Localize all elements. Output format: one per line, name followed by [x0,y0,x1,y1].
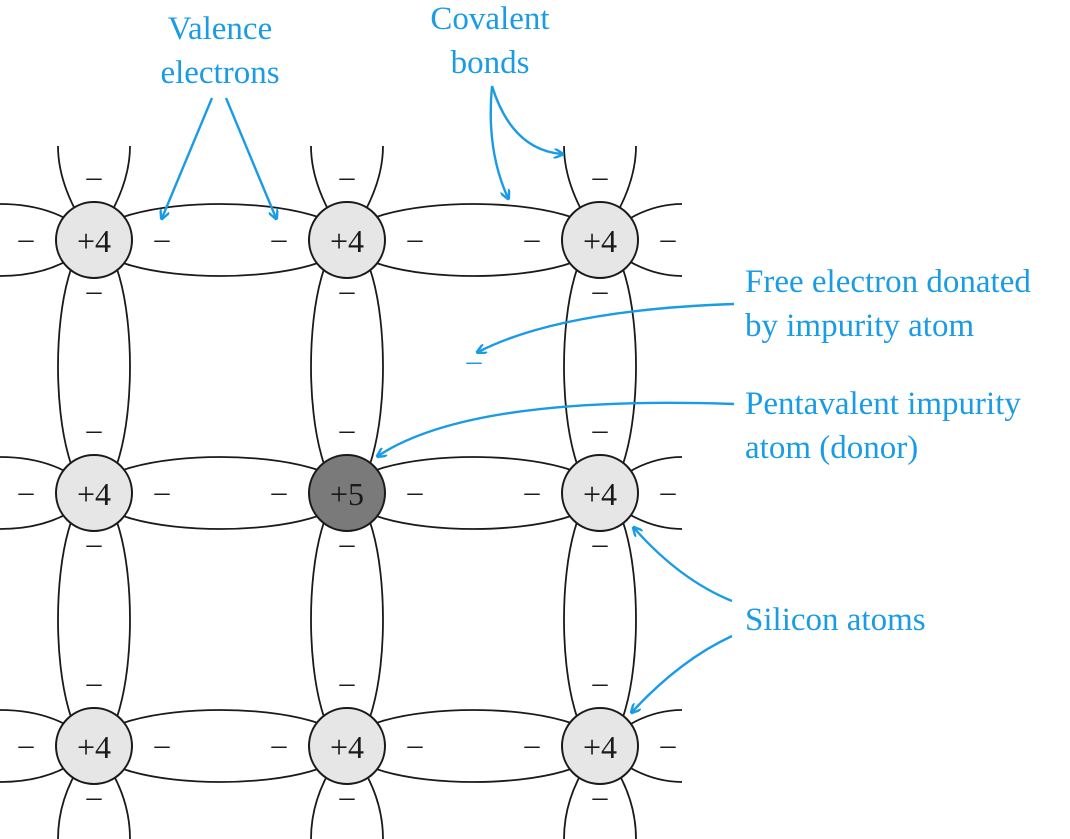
silicon-label-line-1: Silicon atoms [745,602,926,638]
valence-electron: – [524,728,541,761]
silicon-arrow-upper [634,528,733,603]
silicon-atom [55,454,133,532]
valence-label-line-2: electrons [160,54,280,91]
valence-label-line-1: Valence [167,11,273,47]
valence-electron: – [407,222,424,255]
covalent-label-line-2: bonds [450,44,530,81]
pentavalent-label-line-1: Pentavalent impurity [745,386,1021,422]
covalent-bonds-label: Covalent bonds [390,0,590,85]
silicon-atom-charge: +4 [77,223,111,259]
impurity-atom [308,454,386,532]
valence-electron: – [407,728,424,761]
silicon-atom [55,707,133,785]
valence-electron: – [18,222,35,255]
valence-electron: – [592,666,609,699]
valence-electron: – [339,160,356,193]
silicon-atom [308,707,386,785]
valence-electron: – [592,780,609,813]
valence-electron: – [524,222,541,255]
valence-electron: – [339,780,356,813]
silicon-atom-charge: +4 [583,223,617,259]
valence-electron: – [86,780,103,813]
valence-electron: – [660,475,677,508]
valence-electron: – [660,728,677,761]
valence-electron: – [271,475,288,508]
free-electron-label-line-2: by impurity atom [745,307,975,344]
free-electron: – [466,344,483,377]
silicon-atom [55,201,133,279]
valence-arrow-left [162,97,214,218]
valence-electron: – [86,527,103,560]
silicon-atom-charge: +4 [330,729,364,765]
silicon-atom-charge: +4 [583,729,617,765]
valence-electron: – [592,527,609,560]
callout-arrow-layer [162,85,735,712]
covalent-label-line-1: Covalent [430,1,550,37]
silicon-atoms-label: Silicon atoms [745,599,926,643]
electron-layer: – – – – – – – – – – – – – – – – – – – – – – – – – – – – – – – – – – – – [18,160,677,813]
free-electron-label-line-1: Free electron donated [745,264,1031,300]
valence-electron: – [339,527,356,560]
valence-electron: – [592,413,609,446]
valence-electron: – [86,413,103,446]
valence-electron: – [18,728,35,761]
impurity-atom-charge: +5 [330,476,364,512]
pentavalent-impurity-label: Pentavalent impurity atom (donor) [745,383,1021,470]
valence-electron: – [339,666,356,699]
valence-electron: – [271,728,288,761]
valence-electrons-label: Valence electrons [120,8,320,95]
covalent-arrow-to-edge [490,85,562,154]
silicon-atom-charge: +4 [330,223,364,259]
valence-electron: – [271,222,288,255]
pentavalent-arrow [378,401,735,456]
silicon-atom-charge: +4 [583,476,617,512]
atom-layer: +4 +4 +4 +4 +5 +4 +4 +4 +4 [55,201,639,785]
silicon-atom [561,201,639,279]
silicon-atom [561,707,639,785]
valence-electron: – [660,222,677,255]
valence-electron: – [524,475,541,508]
valence-electron: – [154,222,171,255]
covalent-arrow-to-bond [489,85,508,198]
free-electron-arrow [478,302,735,352]
valence-electron: – [18,475,35,508]
valence-electron: – [86,274,103,307]
valence-electron: – [339,413,356,446]
silicon-atom-charge: +4 [77,729,111,765]
valence-electron: – [407,475,424,508]
valence-electron: – [592,160,609,193]
silicon-atom-charge: +4 [77,476,111,512]
valence-electron: – [154,475,171,508]
valence-electron: – [154,728,171,761]
free-electron-label: Free electron donated by impurity atom [745,261,1031,348]
silicon-atom [561,454,639,532]
silicon-arrow-lower [632,634,733,712]
silicon-atom [308,201,386,279]
valence-electron: – [86,666,103,699]
valence-electron: – [86,160,103,193]
pentavalent-label-line-2: atom (donor) [745,429,919,466]
valence-electron: – [339,274,356,307]
valence-electron: – [592,274,609,307]
valence-arrow-right [224,97,276,218]
